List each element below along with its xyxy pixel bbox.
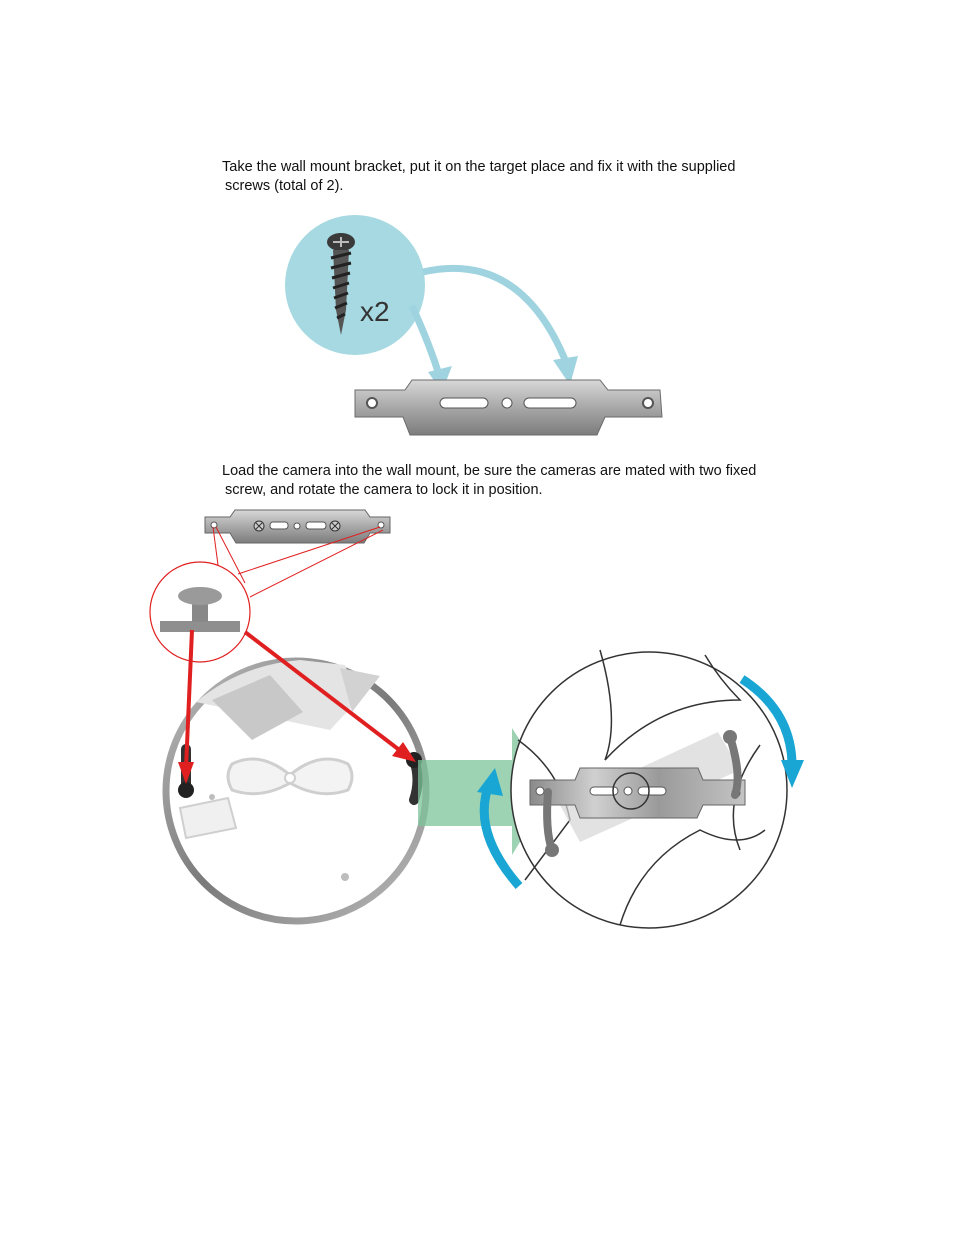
figure2-camera-mount — [149, 509, 804, 929]
step1-line1: Take the wall mount bracket, put it on t… — [222, 159, 736, 175]
arrow-to-right-slot — [422, 265, 570, 364]
step2-instruction: Load the camera into the wall mount, be … — [222, 462, 756, 500]
wall-mount-bracket — [354, 379, 663, 436]
step2-line2: screw, and rotate the camera to lock it … — [225, 482, 543, 498]
step1-line2: screws (total of 2). — [225, 178, 344, 194]
screw-count-label: x2 — [360, 296, 390, 327]
screw-callout-circle — [285, 215, 425, 355]
screw-icon — [327, 233, 355, 335]
small-bracket — [204, 509, 391, 544]
rotate-clockwise-arrows — [477, 675, 804, 889]
step1-instruction: Take the wall mount bracket, put it on t… — [222, 158, 735, 196]
figure1-screw-bracket: x2 — [285, 215, 663, 436]
screw-detail-callout — [149, 526, 384, 663]
arrow-to-left-slot — [408, 304, 444, 380]
camera-mounted — [510, 649, 788, 929]
camera-base — [162, 657, 430, 925]
step2-line1: Load the camera into the wall mount, be … — [222, 463, 757, 479]
red-arrow-right — [243, 630, 404, 754]
red-arrow-left — [184, 629, 194, 769]
